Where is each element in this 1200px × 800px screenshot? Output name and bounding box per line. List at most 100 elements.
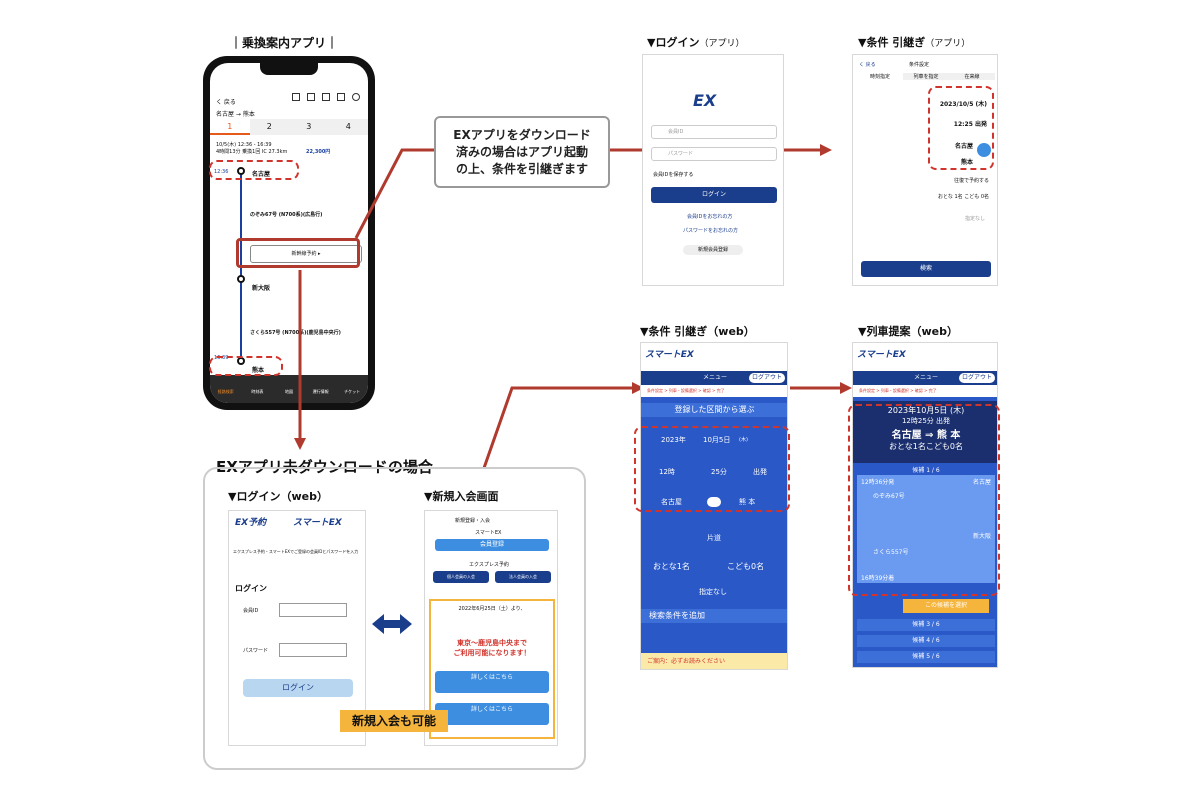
search-icon[interactable] [352, 93, 361, 101]
back-button[interactable]: く 戻る [859, 62, 876, 68]
smart-ex-signup-button[interactable]: 会員登録 [435, 539, 549, 551]
share-icon[interactable] [306, 93, 315, 101]
summary-time: 12時25分 出発 [901, 417, 951, 425]
login-button[interactable]: ログイン [651, 187, 777, 203]
web-from[interactable]: 名古屋 [661, 498, 682, 506]
signup-button[interactable]: 新規会員登録 [683, 245, 743, 255]
nav-timetable[interactable]: 時刻表 [251, 389, 264, 394]
web-dep[interactable]: 出発 [753, 468, 767, 476]
return-checkbox[interactable]: 往復で予約する [953, 178, 989, 184]
signup-header: 新規登録・入会 [455, 518, 491, 524]
tab-local[interactable]: 在来線 [964, 74, 980, 80]
app-section-title: ｜乗換案内アプリ｜ [230, 36, 339, 50]
web-date[interactable]: 10月5日 [703, 436, 731, 444]
notice-banner[interactable]: ご案内：必ずお読みください [641, 653, 787, 669]
train-web-title: ▼列車提案（web） [858, 325, 958, 338]
callout-line-1: EXアプリをダウンロード [453, 128, 591, 142]
web-year[interactable]: 2023年 [661, 436, 686, 444]
menu-label[interactable]: メニュー [913, 374, 938, 381]
candidate-3[interactable]: 候補 3 / 6 [857, 619, 995, 631]
web-adult[interactable]: おとな1名 [653, 562, 690, 571]
station-dot [237, 275, 245, 283]
route-tab-3[interactable]: 3 [306, 122, 312, 131]
signup-web-screen: 新規登録・入会 スマートEX 会員登録 エクスプレス予約 個人会員の入会 法人会… [424, 510, 558, 746]
nav-route[interactable]: 経路検索 [217, 389, 234, 394]
logout-button[interactable]: ログアウト [958, 373, 995, 383]
route-tabs: 1 2 3 4 [210, 119, 368, 135]
promo-headline-2: ご利用可能になります！ [453, 649, 531, 657]
detail-button-2[interactable]: 詳しくはこちら [435, 703, 549, 725]
summary-route: 名古屋 ⇒ 熊 本 [891, 430, 961, 441]
signup-possible-badge: 新規入会も可能 [340, 710, 448, 732]
web-hour[interactable]: 12時 [659, 468, 675, 476]
add-condition-button[interactable]: 検索条件を追加 [641, 609, 787, 623]
callout-box: EXアプリをダウンロード 済みの場合はアプリ起動 の上、条件を引継ぎます [434, 116, 610, 188]
password-field[interactable]: パスワード [651, 147, 777, 161]
forgot-id-link[interactable]: 会員IDをお忘れの方 [687, 214, 733, 220]
smart-ex-logo: スマートEX [645, 350, 694, 360]
forgot-password-link[interactable]: パスワードをお忘れの方 [683, 228, 739, 234]
signup-smart-ex: スマートEX [475, 530, 502, 536]
seat-value[interactable]: 指定なし [964, 216, 985, 222]
web-to[interactable]: 熊 本 [739, 498, 756, 506]
registered-route-button[interactable]: 登録した区間から選ぶ [641, 403, 787, 417]
web-seat[interactable]: 指定なし [699, 588, 727, 596]
web-minute[interactable]: 25分 [711, 468, 727, 476]
date-value[interactable]: 2023/10/5 (木) [939, 101, 987, 108]
route-summary-detail: 4時間13分 乗換1回 IC 27.3km [216, 149, 288, 155]
select-candidate-button[interactable]: この候補を選択 [903, 599, 989, 613]
tab-train[interactable]: 列車を指定 [913, 74, 939, 80]
route-tab-2[interactable]: 2 [266, 122, 272, 131]
candidate-4[interactable]: 候補 4 / 6 [857, 635, 995, 647]
candidate-1-header[interactable]: 候補 1 / 6 [912, 467, 940, 474]
signup-ex: エクスプレス予約 [469, 562, 509, 568]
login-web-button[interactable]: ログイン [243, 679, 353, 697]
bookmark-icon[interactable] [337, 93, 346, 101]
from-value[interactable]: 名古屋 [954, 143, 973, 150]
ex-logo: EX [693, 91, 717, 110]
route-header: 名古屋 → 熊本 [216, 111, 255, 118]
route-tab-1[interactable]: 1 [210, 119, 250, 135]
signup-web-title: ▼新規入会画面 [424, 490, 499, 503]
logout-button[interactable]: ログアウト [748, 373, 785, 383]
ex-reserve-button[interactable]: 新幹線予約 ▸ [250, 245, 362, 263]
candidate-1-card: 12時36分発 名古屋 のぞみ67号 新大阪 さくら557号 16時39分着 [857, 475, 995, 583]
candidate-5[interactable]: 候補 5 / 6 [857, 651, 995, 663]
card-arr-time: 16時39分着 [861, 575, 895, 582]
calendar-icon[interactable] [291, 93, 300, 101]
nav-ticket[interactable]: チケット [344, 389, 361, 394]
cond-app-title: ▼条件 引継ぎ（アプリ） [858, 36, 971, 49]
corp-signup-button[interactable]: 法人会員の入会 [495, 571, 551, 583]
web-child[interactable]: こども0名 [727, 562, 765, 571]
arrow-head [820, 144, 832, 156]
login-web-screen: EX予約 スマートEX エクスプレス予約・スマートEXでご登録の会員IDとパスワ… [228, 510, 366, 746]
arrow-head [294, 438, 306, 450]
search-button[interactable]: 検索 [861, 261, 991, 277]
phone-notch [260, 63, 318, 75]
nav-info[interactable]: 運行情報 [312, 389, 329, 394]
summary-persons: おとな1名こども0名 [889, 442, 963, 451]
route-tab-4[interactable]: 4 [345, 122, 351, 131]
detail-button-1[interactable]: 詳しくはこちら [435, 671, 549, 693]
tab-time[interactable]: 時刻指定 [857, 73, 903, 80]
web-header: スマートEX [641, 343, 787, 371]
time-value[interactable]: 12:25 出発 [953, 121, 987, 128]
arr-time: 16:39 [214, 355, 229, 361]
promo-banner: 2022年6月25日（土）より、 東京～鹿児島中央まで ご利用可能になります！ [429, 599, 555, 739]
swap-icon[interactable] [707, 497, 721, 507]
highlight-train-web [848, 404, 1000, 596]
personal-signup-button[interactable]: 個人会員の入会 [433, 571, 489, 583]
camera-icon[interactable] [321, 93, 330, 101]
to-value[interactable]: 熊本 [960, 159, 973, 166]
persons-value[interactable]: おとな 1名 こども 0名 [938, 194, 989, 200]
back-button[interactable]: く 戻る [216, 99, 236, 106]
id-input[interactable] [279, 603, 347, 617]
id-field[interactable]: 会員ID [651, 125, 777, 139]
swap-icon[interactable] [977, 143, 991, 157]
password-input[interactable] [279, 643, 347, 657]
nav-map[interactable]: 地図 [284, 389, 293, 394]
remember-checkbox[interactable]: 会員IDを保存する [653, 172, 694, 178]
highlight-cond-web [634, 426, 790, 512]
menu-label[interactable]: メニュー [702, 374, 727, 381]
web-trip[interactable]: 片道 [707, 534, 721, 542]
